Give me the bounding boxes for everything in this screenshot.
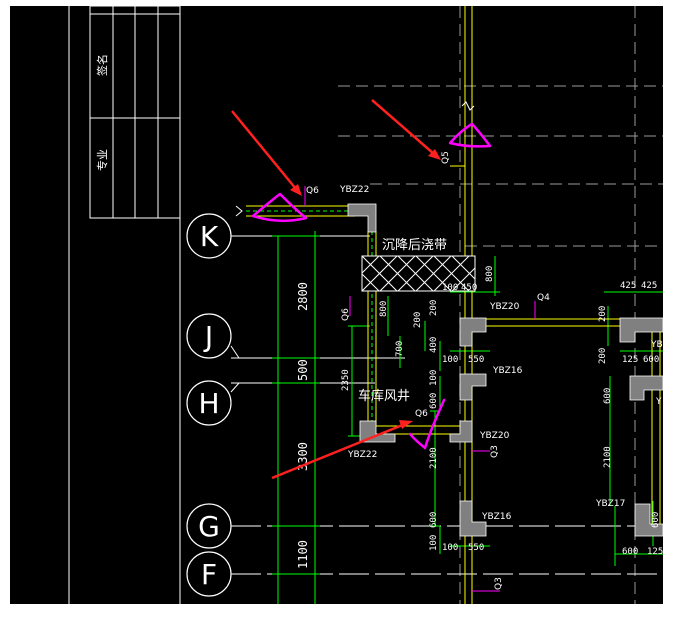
tag-q3-low: Q3: [494, 577, 504, 590]
wall-leaders: [304, 186, 536, 592]
arrow-upper-left: [231, 110, 297, 190]
wall-tags: Q6 Q6 Q6 Q4 Q3 Q3 Q5: [306, 151, 550, 590]
cad-drawing-frame: 签名 专业 K J H G F: [10, 6, 663, 604]
dim-200-b: 200: [413, 312, 423, 328]
dim-600-f: 600: [651, 512, 661, 528]
dim-125: 125: [622, 355, 638, 365]
break-marks: [235, 101, 475, 217]
dim-200-d: 200: [598, 348, 608, 364]
column-tags: YBZ22 YBZ20 YBZ16 YBZ20 YBZ22 YBZ16 YBZ1…: [339, 185, 663, 522]
dim-550-a: 550: [468, 355, 484, 365]
column-ybz17: [634, 503, 663, 537]
markup-check-mark: [408, 398, 446, 450]
tag-ybz22-bottom: YBZ22: [347, 450, 377, 460]
dim-600-a: 600: [429, 393, 439, 409]
axis-bubble-k: K: [186, 213, 232, 259]
magenta-markups: [251, 122, 492, 450]
title-block-sign-text: 签名: [95, 54, 109, 76]
reference-dashed-lines: [338, 6, 663, 604]
tag-q6-left: Q6: [341, 308, 351, 321]
column-ybz22-top: [347, 203, 377, 233]
axis-label-k: K: [200, 220, 219, 253]
dim-800-b: 800: [485, 266, 495, 282]
dim-800-a: 800: [379, 301, 389, 317]
axis-bubble-h: H: [186, 380, 240, 426]
red-arrows: [231, 99, 441, 480]
markup-triangle-left: [251, 192, 308, 222]
dim-600-d: 600: [603, 388, 613, 404]
axis-label-g: G: [198, 510, 220, 543]
arrow-lower: [271, 422, 406, 480]
dim-425-b: 425: [641, 281, 657, 291]
dim-100-e: 100: [442, 543, 458, 553]
wall-outlines-green: [246, 210, 373, 434]
dim-450: 450: [461, 283, 477, 293]
dim-100-d: 100: [429, 535, 439, 551]
tag-q6-top: Q6: [306, 186, 319, 196]
tag-y-right: Y: [655, 397, 662, 407]
tag-q3-mid: Q3: [490, 445, 500, 458]
axis-label-j: J: [203, 320, 213, 353]
axis-bubble-g: G: [186, 503, 232, 549]
dim-1100: 1100: [296, 540, 310, 569]
dim-2800: 2800: [296, 282, 310, 311]
dim-700: 700: [395, 341, 405, 357]
axis-bubble-j: J: [186, 313, 240, 359]
dim-100-b: 100: [442, 355, 458, 365]
column-ybz16-mid: [459, 373, 487, 401]
dim-2100-a: 2100: [429, 447, 439, 469]
tag-ybz16-low: YBZ16: [481, 512, 512, 522]
label-garage-shaft: 车库风井: [358, 388, 410, 404]
dim-425-a: 425: [620, 281, 636, 291]
tag-q6-mid: Q6: [415, 409, 428, 419]
column-y-right: [629, 375, 663, 401]
settlement-pour-band: 沉降后浇带: [361, 238, 476, 292]
label-settlement-pour: 沉降后浇带: [382, 238, 447, 253]
tag-ybz16-mid: YBZ16: [492, 366, 523, 376]
title-block-discipline-text: 专业: [95, 149, 109, 171]
title-block: 签名 专业: [68, 6, 181, 604]
markup-triangle-top: [448, 122, 492, 148]
dim-600-b: 600: [429, 512, 439, 528]
cad-canvas: 签名 专业 K J H G F: [68, 6, 663, 604]
tag-q5-vert: Q5: [441, 151, 451, 164]
tag-ybz22-top: YBZ22: [339, 185, 369, 195]
tag-q4: Q4: [537, 293, 550, 303]
axis-bubble-f: F: [186, 551, 232, 597]
dim-600-e: 600: [622, 547, 638, 557]
column-ybz16-low: [459, 500, 487, 537]
column-yb-right: [619, 317, 663, 343]
dim-400: 400: [429, 337, 439, 353]
dim-100-c: 100: [429, 370, 439, 386]
dim-500: 500: [296, 359, 310, 381]
dim-125-b: 125: [647, 547, 663, 557]
tag-ybz20-bottom: YBZ20: [479, 431, 510, 441]
tag-ybz20-top: YBZ20: [489, 302, 520, 312]
dim-200-c: 200: [598, 306, 608, 322]
dim-100-a: 100: [442, 283, 458, 293]
tag-ybz17: YBZ17: [595, 499, 625, 509]
column-ybz20-top: [459, 317, 487, 347]
dimension-texts: 2800 500 3300 1100 2350 800 800 700 400 …: [296, 266, 663, 569]
dimension-lines: [272, 231, 663, 604]
dim-200-a: 200: [429, 300, 439, 316]
dim-2100-b: 2100: [603, 446, 613, 468]
dim-550-b: 550: [468, 543, 484, 553]
dim-2350: 2350: [341, 369, 351, 391]
dim-600-c: 600: [643, 355, 659, 365]
axis-label-h: H: [198, 387, 219, 420]
arrow-upper-right: [371, 99, 435, 155]
column-ybz20-bottom: [449, 420, 473, 443]
tag-yb-right: YB: [650, 340, 663, 350]
columns: [347, 203, 663, 537]
axis-label-f: F: [201, 558, 217, 591]
